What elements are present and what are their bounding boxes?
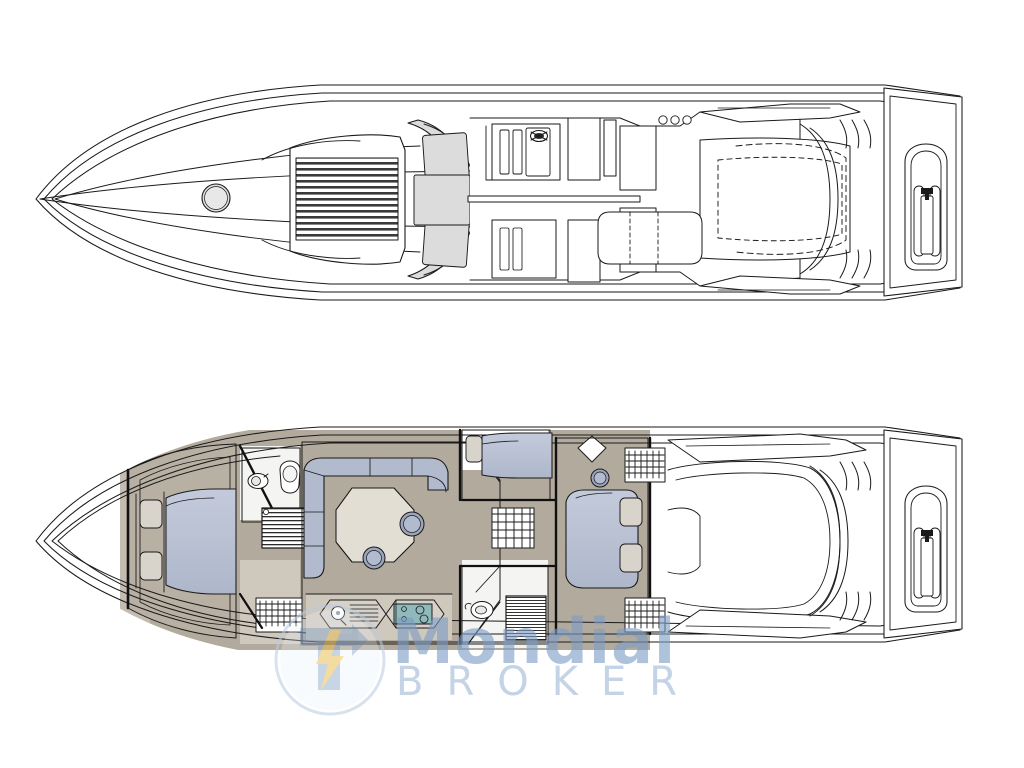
aft-bulwark (799, 123, 839, 275)
salon (301, 441, 501, 645)
aft-sunbed (699, 137, 851, 261)
galley (305, 593, 453, 640)
lounge-chair-one (399, 511, 425, 537)
boarding-ladder-lower (904, 485, 948, 613)
master-cabin-aft (554, 436, 652, 636)
vip-nightstand-port (139, 499, 163, 529)
master-toilet (464, 601, 494, 619)
windshield-glass (407, 119, 477, 280)
companionway-stairs (491, 507, 535, 549)
vip-cabin-forward (126, 443, 237, 639)
lower-deck-plan (35, 424, 963, 650)
bow-anchor-hatch (201, 183, 231, 213)
vip-nightstand-starboard (139, 551, 163, 581)
master-nightstand-port (619, 497, 643, 527)
u-shaped-settee (303, 457, 449, 579)
cup-holder-trio (658, 115, 692, 125)
master-shower-striped (505, 595, 547, 641)
guest-single-berth (481, 432, 553, 479)
forward-toilet (279, 460, 301, 494)
transom-steps-lower (839, 461, 872, 621)
dining-table (335, 487, 415, 563)
hanging-locker-aft-lower (624, 597, 666, 633)
guest-side-table (577, 435, 607, 463)
upper-deck-plan (35, 84, 963, 301)
boarding-ladder (904, 143, 948, 271)
bow-sunpad (261, 134, 406, 265)
helm-seats (491, 117, 617, 283)
lounge-chair-two (362, 546, 386, 570)
forward-washbasin (247, 473, 269, 489)
galley-sink (319, 599, 387, 629)
hanging-locker-aft (624, 447, 666, 483)
helm-station (485, 123, 561, 181)
aft-dashed-outline (735, 143, 847, 255)
guest-nightstand (465, 435, 483, 463)
vip-double-berth (165, 488, 237, 595)
galley-cooktop (385, 599, 445, 629)
engine-room (667, 433, 867, 639)
guest-cabin (458, 428, 610, 502)
side-deck-rail (699, 103, 861, 295)
ladder-t-marker (921, 188, 933, 200)
instrument-panel (499, 129, 510, 175)
cockpit-table (597, 211, 703, 265)
aft-bulwark-lower (809, 465, 849, 617)
master-head (458, 564, 558, 646)
steering-wheel (529, 129, 549, 143)
transom-steps (839, 119, 872, 279)
master-nightstand-starboard (619, 543, 643, 573)
